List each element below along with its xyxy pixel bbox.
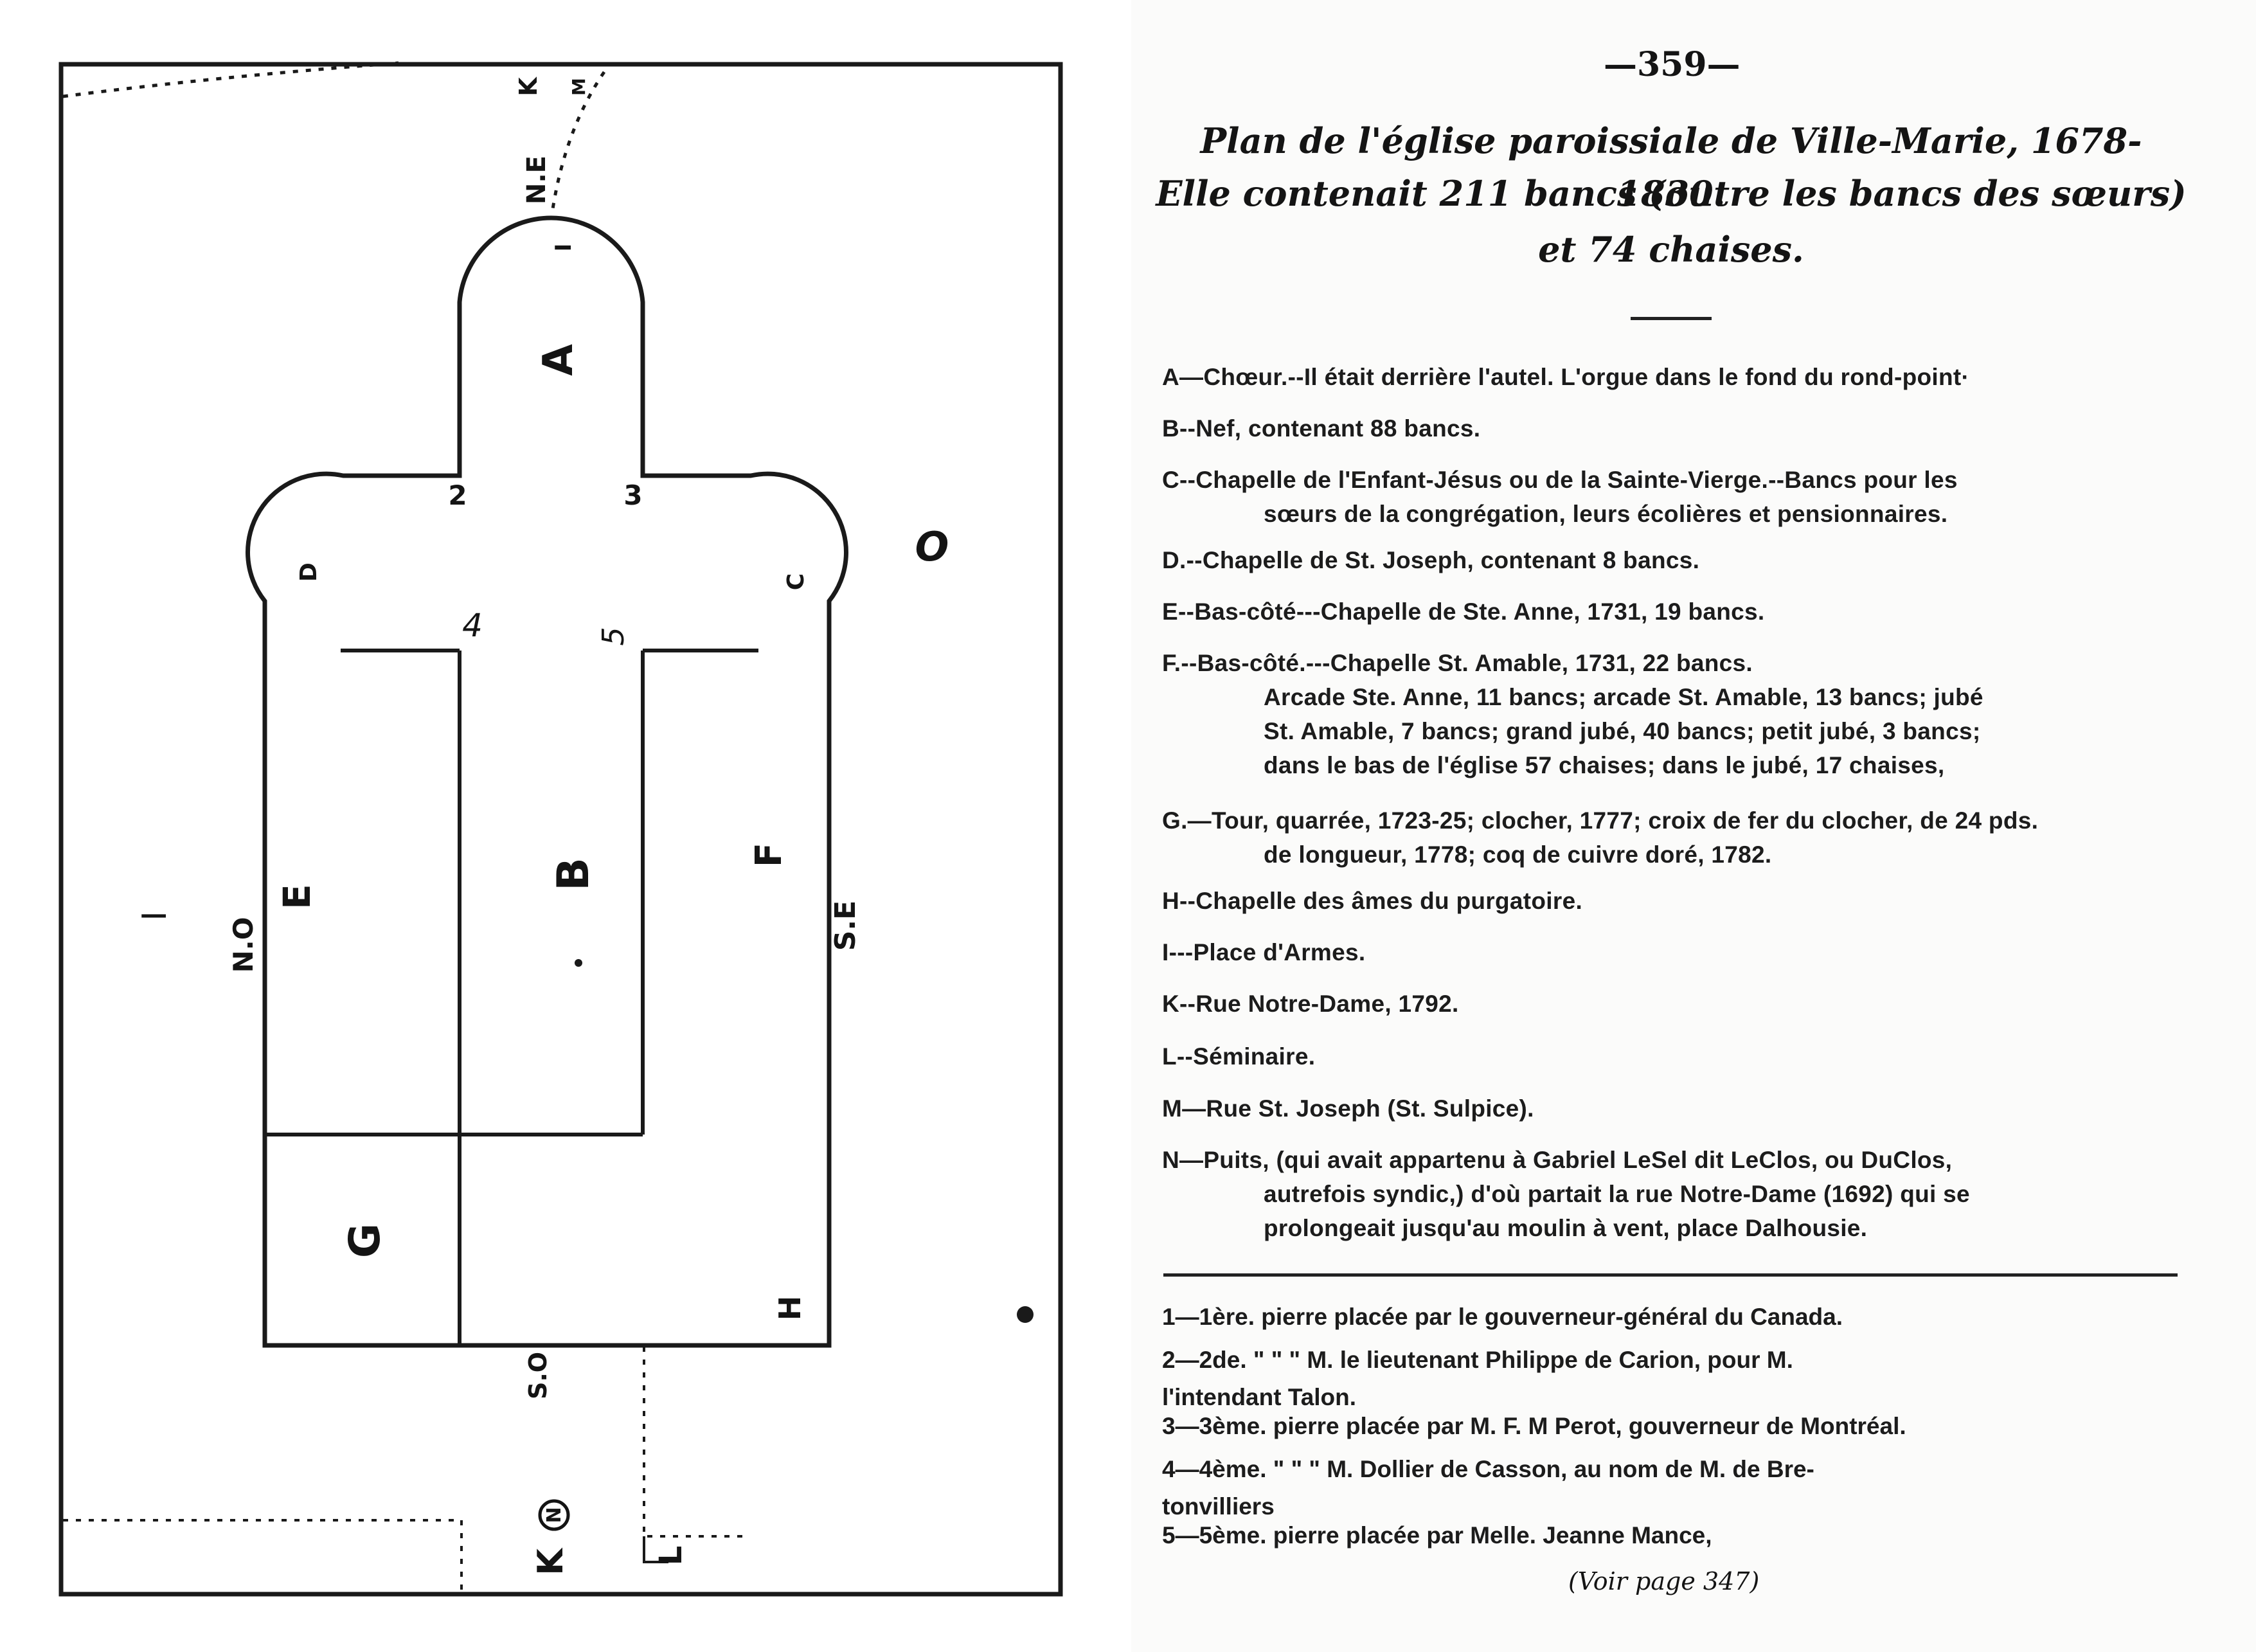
footnote-divider (1163, 1273, 2178, 1277)
site-boundary (58, 62, 1063, 1597)
footnote-3: 4—4ème. " " " M. Dollier de Casson, au n… (1162, 1451, 2185, 1525)
label-i-left: I (136, 911, 174, 920)
legend-entry-continuation: St. Amable, 7 bancs; grand jubé, 40 banc… (1264, 718, 1981, 744)
legend-entry-continuation: Arcade Ste. Anne, 11 bancs; arcade St. A… (1264, 684, 1983, 710)
church-outline (246, 215, 848, 1348)
legend-entry-text: F.--Bas-côté.---Chapelle St. Amable, 173… (1162, 650, 1753, 676)
footnote-0: 1—1ère. pierre placée par le gouverneur-… (1162, 1298, 2185, 1336)
label-e: E (275, 884, 319, 910)
dotted-street-top (62, 61, 399, 98)
label-h: H (773, 1296, 807, 1321)
legend-entry-2: C--Chapelle de l'Enfant-Jésus ou de la S… (1162, 463, 2185, 531)
label-so: S.O (524, 1352, 552, 1399)
label-no: N.O (228, 917, 259, 973)
label-3: 3 (623, 480, 642, 511)
label-5: 5 (596, 627, 631, 645)
label-se: S.E (829, 901, 862, 951)
footnote-2: 3—3ème. pierre placée par M. F. M Perot,… (1162, 1408, 2185, 1445)
label-g: G (340, 1223, 389, 1258)
label-i-top: I (551, 244, 577, 252)
legend-entry-text: C--Chapelle de l'Enfant-Jésus ou de la S… (1162, 467, 1958, 493)
well-ring (643, 1536, 668, 1563)
legend-entry-5: F.--Bas-côté.---Chapelle St. Amable, 173… (1162, 646, 2185, 782)
legend-entry-text: K--Rue Notre-Dame, 1792. (1162, 991, 1459, 1017)
label-k-top: K (514, 76, 542, 96)
legend-entry-continuation: de longueur, 1778; coq de cuivre doré, 1… (1264, 841, 1772, 868)
label-m-top: M (568, 78, 589, 96)
footnote-text: 1—1ère. pierre placée par le gouverneur-… (1162, 1304, 1843, 1330)
legend-entry-continuation: sœurs de la congrégation, leurs écolière… (1264, 501, 1948, 527)
plan-title-line-2: Elle contenait 211 bancs (outre les banc… (1156, 173, 2187, 214)
legend-entry-6: G.—Tour, quarrée, 1723-25; clocher, 1777… (1162, 804, 2185, 872)
legend-entry-0: A—Chœur.--Il était derrière l'autel. L'o… (1162, 360, 2185, 394)
legend-entry-8: I---Place d'Armes. (1162, 935, 2185, 969)
legend-entry-text: A—Chœur.--Il était derrière l'autel. L'o… (1162, 364, 1970, 390)
legend-entry-text: I---Place d'Armes. (1162, 939, 1366, 965)
legend-entry-text: B--Nef, contenant 88 bancs. (1162, 415, 1481, 442)
church-floor-plan: K M N.E I A 2 3 D C O 4 5 I N.O E B F S.… (58, 61, 1063, 1597)
legend-entry-continuation: autrefois syndic,) d'où partait la rue N… (1264, 1181, 1970, 1207)
legend-entry-continuation: dans le bas de l'église 57 chaises; dans… (1264, 752, 1945, 778)
legend-entry-continuation: prolongeait jusqu'au moulin à vent, plac… (1264, 1215, 1868, 1241)
legend-entry-3: D.--Chapelle de St. Joseph, contenant 8 … (1162, 543, 2185, 577)
legend-entry-text: D.--Chapelle de St. Joseph, contenant 8 … (1162, 547, 1700, 573)
label-c: C (783, 573, 809, 590)
legend-entry-4: E--Bas-côté---Chapelle de Ste. Anne, 173… (1162, 595, 2185, 629)
text-page (1131, 0, 2256, 1652)
legend-entry-text: L--Séminaire. (1162, 1043, 1316, 1070)
legend-entry-text: M—Rue St. Joseph (St. Sulpice). (1162, 1095, 1534, 1122)
plan-title-line-1: Plan de l'église paroissiale de Ville-Ma… (1200, 120, 2142, 214)
label-d: D (296, 562, 322, 582)
legend-entry-12: N—Puits, (qui avait appartenu à Gabriel … (1162, 1143, 2185, 1245)
footnote-1: 2—2de. " " " M. le lieutenant Philippe d… (1162, 1342, 2185, 1416)
label-4: 4 (462, 607, 483, 644)
footnote-continuation: l'intendant Talon. (1162, 1384, 1357, 1410)
page-number: —359— (1604, 45, 1741, 84)
label-l: L (653, 1546, 689, 1566)
label-k-bottom: K (530, 1547, 571, 1576)
legend-entry-text: G.—Tour, quarrée, 1723-25; clocher, 1777… (1162, 807, 2039, 834)
legend-entry-text: N—Puits, (qui avait appartenu à Gabriel … (1162, 1147, 1953, 1173)
label-b: B (548, 857, 599, 891)
legend-entry-11: M—Rue St. Joseph (St. Sulpice). (1162, 1091, 2185, 1126)
well-circle (538, 1499, 570, 1531)
plan-title-line-3: et 74 chaises. (1538, 229, 1804, 270)
label-2: 2 (448, 480, 467, 511)
legend-entry-9: K--Rue Notre-Dame, 1792. (1162, 987, 2185, 1021)
footnote-text: 3—3ème. pierre placée par M. F. M Perot,… (1162, 1413, 1906, 1439)
dotted-path-left (63, 1519, 463, 1594)
footnote-4: 5—5ème. pierre placée par Melle. Jeanne … (1162, 1517, 2185, 1554)
legend-entry-1: B--Nef, contenant 88 bancs. (1162, 411, 2185, 445)
legend-entry-text: E--Bas-côté---Chapelle de Ste. Anne, 173… (1162, 598, 1765, 625)
legend-entry-10: L--Séminaire. (1162, 1039, 2185, 1073)
title-divider (1631, 317, 1712, 320)
label-a: A (535, 344, 582, 376)
footnote-text: 5—5ème. pierre placée par Melle. Jeanne … (1162, 1522, 1712, 1549)
legend-entry-7: H--Chapelle des âmes du purgatoire. (1162, 884, 2185, 918)
footnote-continuation: tonvilliers (1162, 1493, 1275, 1520)
label-o: O (915, 523, 949, 570)
legend-entry-text: H--Chapelle des âmes du purgatoire. (1162, 888, 1583, 914)
footnote-text: 4—4ème. " " " M. Dollier de Casson, au n… (1162, 1456, 1814, 1482)
dotted-street-m (551, 71, 606, 210)
label-n-circled: N (543, 1507, 566, 1523)
dotted-path-right (643, 1347, 749, 1538)
label-ne: N.E (522, 156, 551, 204)
label-f: F (748, 843, 790, 867)
see-page-note: (Voir page 347) (1568, 1567, 1760, 1595)
footnote-text: 2—2de. " " " M. le lieutenant Philippe d… (1162, 1347, 1793, 1373)
